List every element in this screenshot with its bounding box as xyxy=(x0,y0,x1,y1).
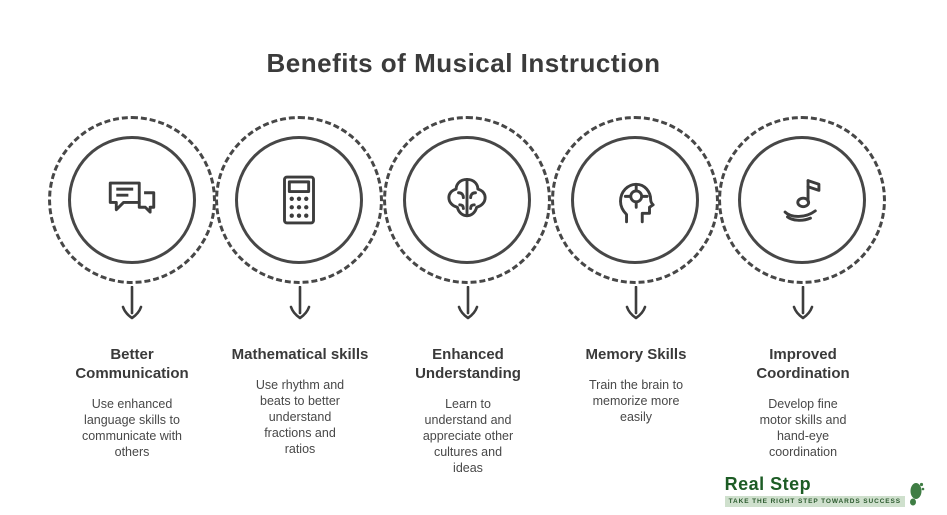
brain-icon xyxy=(438,171,496,229)
circle-badge xyxy=(403,136,531,264)
chat-bubbles-icon xyxy=(103,171,161,229)
page-title: Benefits of Musical Instruction xyxy=(266,48,661,78)
benefit-column: Mathematical skills Use rhythm and beats… xyxy=(210,346,390,457)
dashed-ring xyxy=(718,116,886,284)
down-arrow-icon xyxy=(457,286,479,320)
hand-note-icon xyxy=(773,171,831,229)
footprint-icon xyxy=(909,481,925,507)
brand-name: Real Step xyxy=(724,474,812,494)
down-arrow-icon xyxy=(289,286,311,320)
benefit-title: Memory Skills xyxy=(585,346,687,363)
circle-badge xyxy=(68,136,196,264)
benefit-column: Memory Skills Train the brain to memoriz… xyxy=(546,346,726,425)
benefit-description: Learn to understand and appreciate other… xyxy=(422,396,514,475)
circle-badge xyxy=(235,136,363,264)
benefit-title: Enhanced Understanding xyxy=(415,346,521,382)
benefit-description: Train the brain to memorize more easily xyxy=(588,377,684,424)
memory-head-icon xyxy=(606,171,664,229)
benefit-description: Use enhanced language skills to communic… xyxy=(81,396,183,459)
brand-tagline: TAKE THE RIGHT STEP TOWARDS SUCCESS xyxy=(724,496,905,507)
calculator-icon xyxy=(270,171,328,229)
brand-logo: Real Step TAKE THE RIGHT STEP TOWARDS SU… xyxy=(724,474,925,507)
down-arrow-icon xyxy=(625,286,647,320)
down-arrow-icon xyxy=(121,286,143,320)
benefit-title: Improved Coordination xyxy=(756,346,850,382)
dashed-ring xyxy=(215,116,383,284)
benefit-column: Improved Coordination Develop fine motor… xyxy=(713,346,893,460)
dashed-ring xyxy=(383,116,551,284)
benefit-description: Use rhythm and beats to better understan… xyxy=(255,377,345,456)
benefit-column: Better Communication Use enhanced langua… xyxy=(42,346,222,460)
circle-badge xyxy=(571,136,699,264)
circle-badge xyxy=(738,136,866,264)
benefit-description: Develop fine motor skills and hand-eye c… xyxy=(759,396,847,459)
down-arrow-icon xyxy=(792,286,814,320)
dashed-ring xyxy=(48,116,216,284)
benefit-title: Better Communication xyxy=(75,346,189,382)
dashed-ring xyxy=(551,116,719,284)
benefit-title: Mathematical skills xyxy=(231,346,369,363)
benefit-column: Enhanced Understanding Learn to understa… xyxy=(378,346,558,476)
